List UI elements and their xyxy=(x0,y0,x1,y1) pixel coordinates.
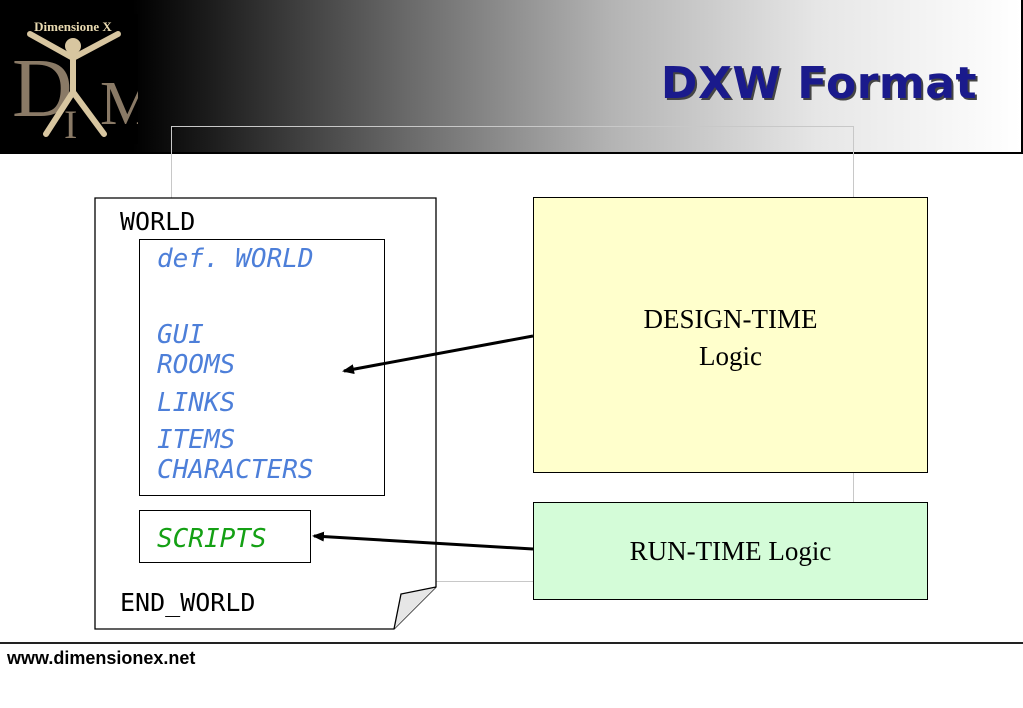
design-time-arrow xyxy=(342,334,534,375)
design-time-line1: DESIGN-TIME xyxy=(643,304,818,334)
definition-item: LINKS xyxy=(157,388,236,418)
dimensione-x-logo: Dimensione X D M I xyxy=(8,14,138,144)
run-time-arrow xyxy=(312,531,534,551)
definition-item: def. WORLD xyxy=(157,244,314,274)
footer-divider xyxy=(0,642,1023,644)
definition-item: CHARACTERS xyxy=(157,455,314,485)
scripts-box xyxy=(139,510,311,563)
stray-dot xyxy=(172,128,174,130)
design-time-box xyxy=(533,197,928,473)
design-time-label: DESIGN-TIME Logic xyxy=(533,301,928,375)
footer-url: www.dimensionex.net xyxy=(7,648,196,668)
run-time-box xyxy=(533,502,928,600)
svg-text:D: D xyxy=(12,42,73,135)
definition-item: GUI xyxy=(157,320,204,350)
slide-title: DXW Format xyxy=(660,58,977,109)
svg-text:M: M xyxy=(100,70,138,138)
run-time-label: RUN-TIME Logic xyxy=(629,536,832,566)
slide-header xyxy=(0,0,1023,154)
world-keyword: WORLD xyxy=(120,207,196,236)
definition-item: ITEMS xyxy=(157,425,236,455)
design-time-line2: Logic xyxy=(699,341,762,371)
scripts-label: SCRIPTS xyxy=(157,524,267,554)
end-world-keyword: END_WORLD xyxy=(120,588,256,617)
svg-text:I: I xyxy=(64,102,77,144)
page-fold xyxy=(393,586,437,630)
definition-item: ROOMS xyxy=(157,350,236,380)
logo-text: Dimensione X xyxy=(34,19,112,34)
